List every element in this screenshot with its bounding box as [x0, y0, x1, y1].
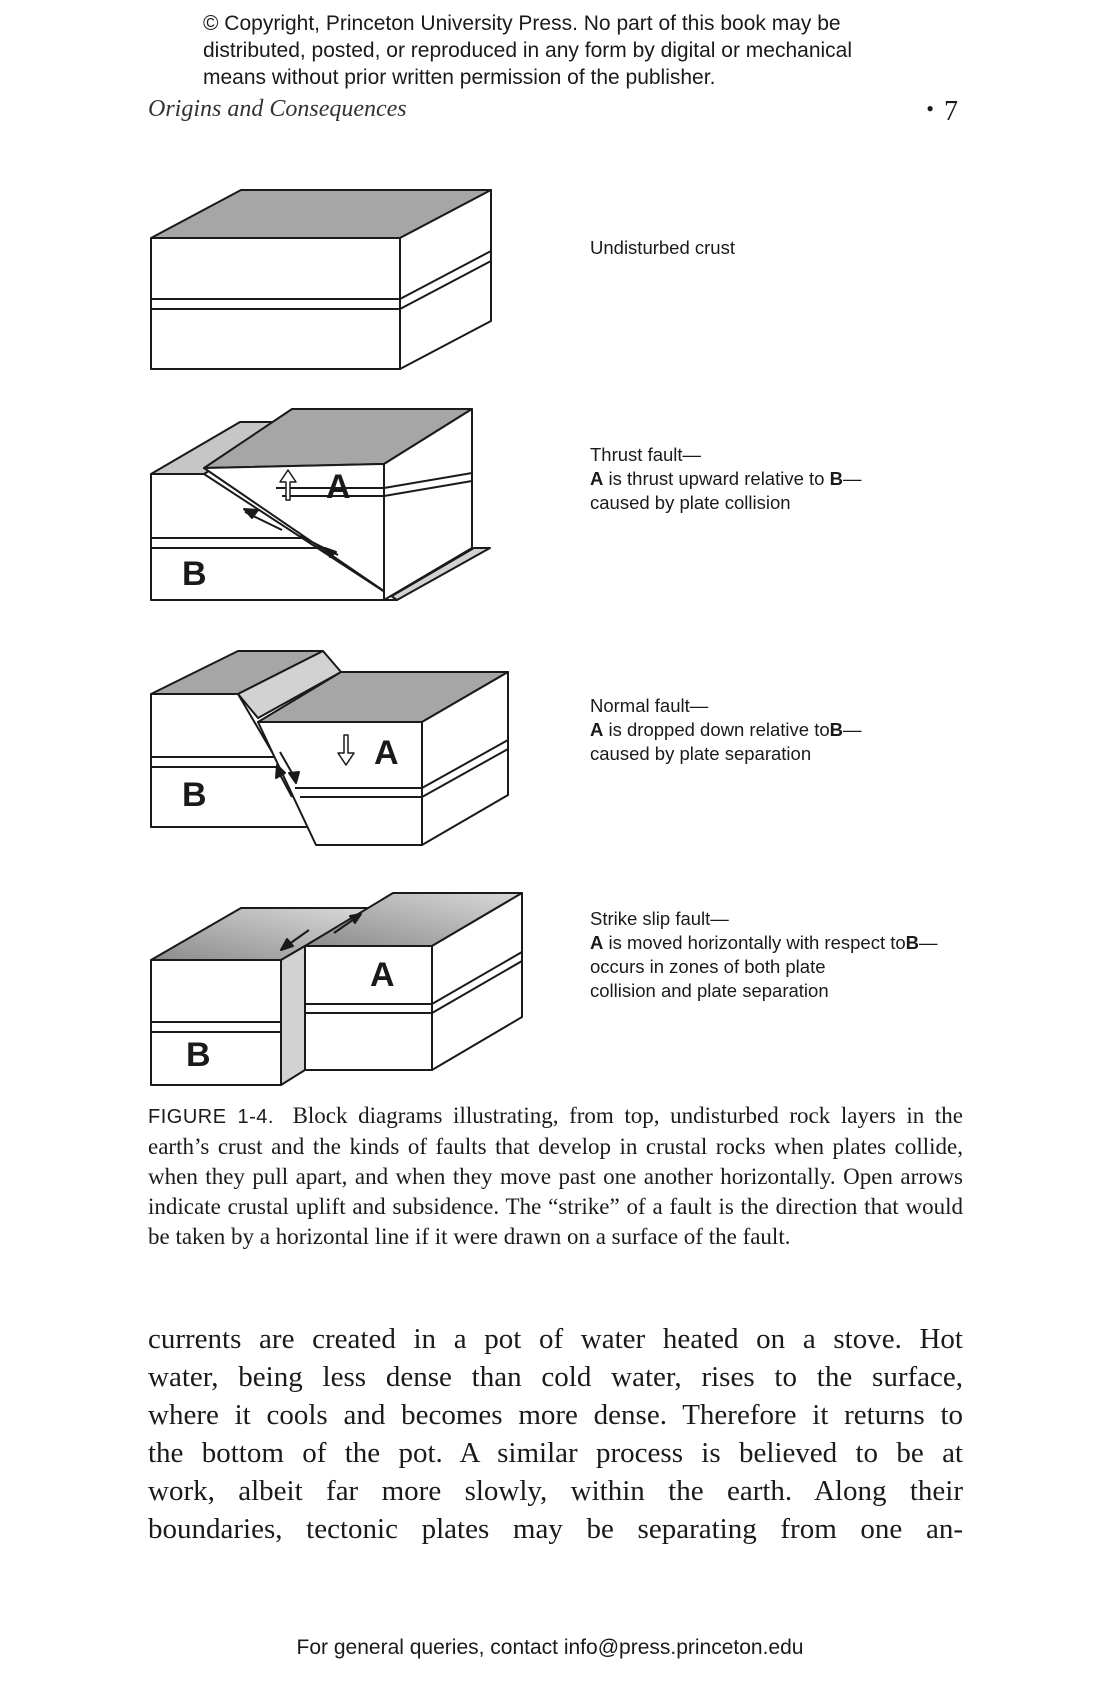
- block-label-b: B: [182, 776, 207, 814]
- caption-text: Block diagrams illustrating, from top, u…: [148, 1103, 964, 1249]
- copyright-line: distributed, posted, or reproduced in an…: [203, 39, 853, 62]
- block-label-a: A: [370, 956, 395, 994]
- normal-fault-label: Normal fault— A is dropped down relative…: [590, 694, 862, 766]
- footer-contact: For general queries, contact info@press.…: [296, 1636, 804, 1659]
- block-label-a: A: [326, 468, 351, 506]
- bold-b: B: [829, 719, 843, 740]
- fault-diagrams: [150, 189, 523, 1086]
- bold-a: A: [590, 932, 604, 953]
- label-dash: —: [842, 468, 862, 489]
- label-text: is thrust upward relative to: [603, 468, 830, 489]
- chapter-title: Origins and Consequences: [148, 96, 407, 122]
- bold-a: A: [590, 468, 604, 489]
- label-line: collision and plate separation: [590, 980, 829, 1001]
- page-number-value: 7: [944, 96, 958, 127]
- label-line: Undisturbed crust: [590, 237, 735, 258]
- label-dash: —: [843, 719, 862, 740]
- label-dash: —: [919, 932, 938, 953]
- strike-slip-fault-block: [150, 892, 523, 1086]
- body-line: boundaries, tectonic plates may be separ…: [148, 1513, 963, 1545]
- label-text: is moved horizontally with respect to: [603, 932, 906, 953]
- page-number: •7: [926, 96, 958, 128]
- label-line: caused by plate separation: [590, 743, 812, 764]
- undisturbed-label: Undisturbed crust: [590, 236, 735, 260]
- undisturbed-crust-block: [150, 189, 492, 370]
- block-label-b: B: [186, 1036, 211, 1074]
- figure-caption: FIGURE 1-4. Block diagrams illustrating,…: [148, 1101, 963, 1252]
- bold-b: B: [829, 468, 843, 489]
- strike-slip-fault-label: Strike slip fault— A is moved horizontal…: [590, 907, 938, 1003]
- label-line: A is moved horizontally with respect toB…: [590, 931, 938, 955]
- label-line: A is thrust upward relative to B—: [590, 467, 861, 491]
- body-line: water, being less dense than cold water,…: [148, 1361, 963, 1393]
- label-line: Normal fault—: [590, 695, 709, 716]
- bold-a: A: [590, 719, 604, 740]
- thrust-fault-block: [150, 408, 491, 601]
- copyright-line: © Copyright, Princeton University Press.…: [203, 12, 841, 35]
- label-line: A is dropped down relative toB—: [590, 718, 862, 742]
- thrust-fault-label: Thrust fault— A is thrust upward relativ…: [590, 443, 861, 515]
- normal-fault-block: [150, 650, 509, 846]
- body-line: where it cools and becomes more dense. T…: [148, 1399, 963, 1431]
- copyright-notice: © Copyright, Princeton University Press.…: [203, 10, 923, 91]
- body-line: currents are created in a pot of water h…: [148, 1323, 963, 1355]
- label-line: occurs in zones of both plate: [590, 956, 826, 977]
- label-line: Thrust fault—: [590, 444, 702, 465]
- block-label-b: B: [182, 555, 207, 593]
- body-line: work, albeit far more slowly, within the…: [148, 1475, 963, 1507]
- label-line: Strike slip fault—: [590, 908, 729, 929]
- bold-b: B: [905, 932, 920, 953]
- running-head: Origins and Consequences •7: [148, 96, 968, 132]
- block-label-a: A: [374, 734, 399, 772]
- label-text: is dropped down relative to: [603, 719, 830, 740]
- page-bullet: •: [926, 96, 934, 121]
- label-line: caused by plate collision: [590, 492, 791, 513]
- copyright-line: means without prior written permission o…: [203, 66, 716, 89]
- body-paragraph: currents are created in a pot of water h…: [148, 1320, 963, 1548]
- caption-label: FIGURE 1-4.: [148, 1106, 274, 1128]
- body-line: the bottom of the pot. A similar process…: [148, 1437, 963, 1469]
- figure-1-4: A B A B A B Undisturbed crust Thrust fau…: [150, 189, 938, 1086]
